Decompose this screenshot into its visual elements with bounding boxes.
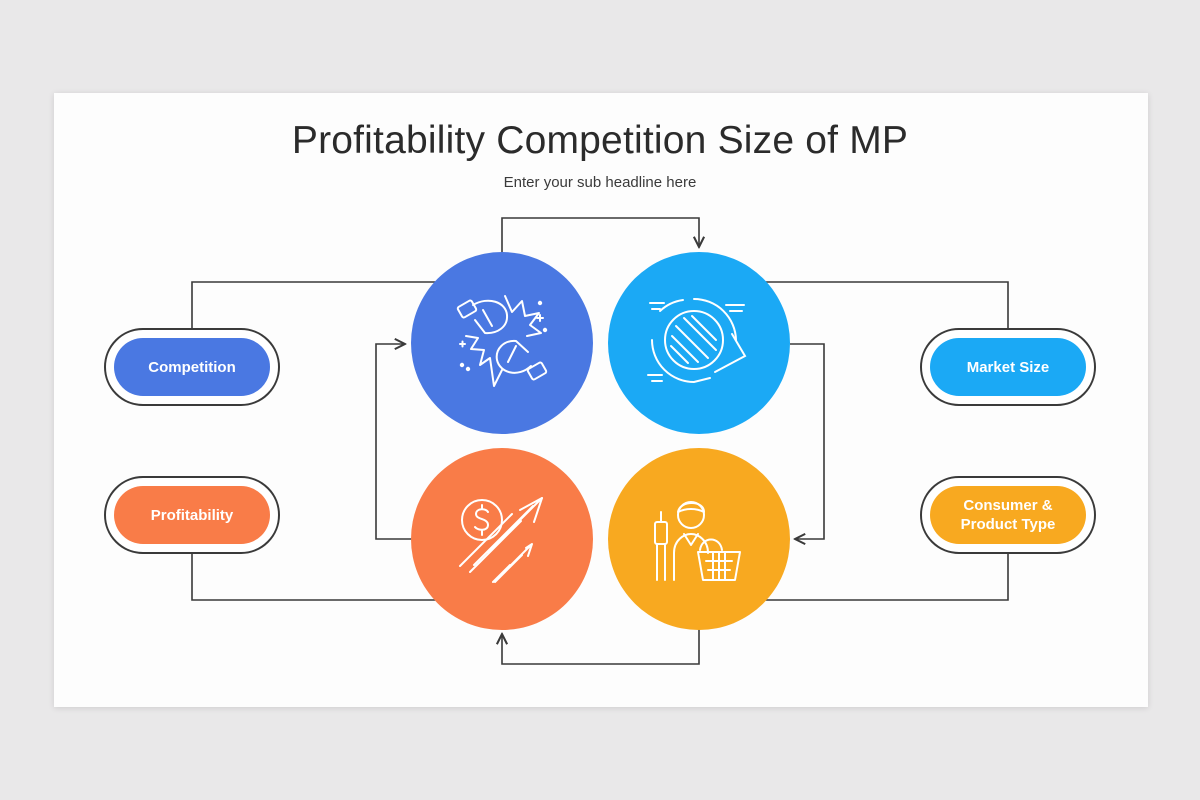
competition-label-bg: Competition [114,338,270,396]
connector-consumer [760,552,1009,601]
page-title: Profitability Competition Size of MP [291,119,909,162]
boxing-gloves-icon [456,295,548,387]
page-subtitle: Enter your sub headline here [503,174,697,191]
market-size-label-bg: Market Size [930,338,1086,396]
profitability-pill: Profitability [104,476,280,554]
consumer-product-label: Consumer & Product Type [960,497,1056,533]
market-size-circle [608,252,790,434]
dollar-growth-arrow-icon [459,497,543,583]
profitability-label: Profitability [150,506,234,524]
connector-profitability [191,552,440,601]
consumer-product-circle [608,448,790,630]
connector-bottom-arrow [502,628,700,665]
competition-circle [411,252,593,434]
connector-top-arrow [501,217,699,254]
consumer-product-label-bg: Consumer & Product Type [930,486,1086,544]
competition-label: Competition [148,358,236,376]
connector-competition [191,281,440,328]
market-size-label: Market Size [966,358,1050,376]
connector-right-arrow [790,343,825,539]
profitability-label-bg: Profitability [114,486,270,544]
competition-pill: Competition [104,328,280,406]
shopper-basket-icon [654,501,741,581]
consumer-product-pill: Consumer & Product Type [920,476,1096,554]
market-size-pill: Market Size [920,328,1096,406]
connector-market-size [760,281,1009,328]
pie-chart-icon [647,298,747,384]
connector-left-arrow [375,344,412,540]
